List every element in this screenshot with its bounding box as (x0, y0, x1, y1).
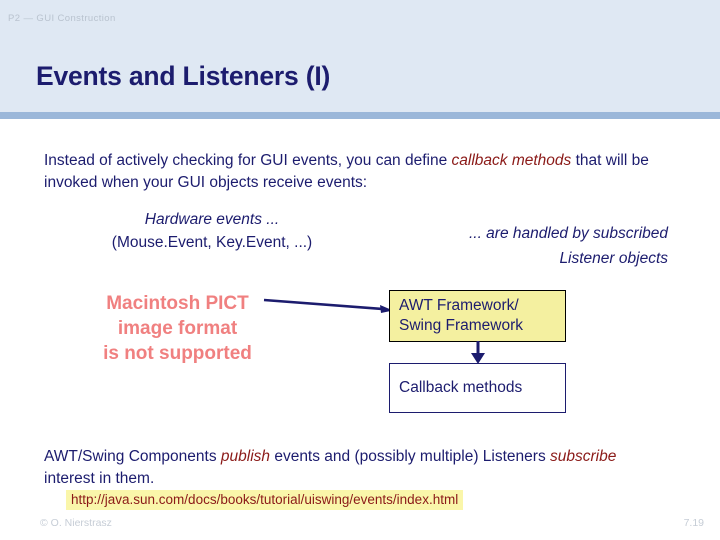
closing-text-part1: AWT/Swing Components (44, 447, 221, 465)
closing-emphasis-subscribe: subscribe (550, 447, 617, 465)
box-awt-line1: AWT Framework/ (399, 297, 519, 314)
handled-by-line1: ... are handled by subscribed (468, 225, 668, 242)
handled-by-listeners-caption: ... are handled by subscribed Listener o… (368, 221, 668, 271)
hardware-events-line1: Hardware events ... (144, 211, 280, 228)
hardware-events-caption: Hardware events ... (Mouse.Event, Key.Ev… (62, 208, 362, 254)
intro-text-part1: Instead of actively checking for GUI eve… (44, 151, 452, 169)
arrow-right-icon (263, 298, 393, 313)
course-kicker: P2 — GUI Construction (8, 13, 116, 24)
reference-url-link[interactable]: http://java.sun.com/docs/books/tutorial/… (66, 490, 464, 510)
box-callback-methods: Callback methods (389, 363, 566, 413)
closing-paragraph: AWT/Swing Components publish events and … (44, 446, 664, 490)
page-title: Events and Listeners (I) (36, 60, 331, 91)
intro-text-part2: that will be invoked when your GUI objec… (44, 151, 649, 191)
arrow-down-icon (471, 341, 485, 364)
intro-paragraph: Instead of actively checking for GUI eve… (44, 150, 664, 194)
box-callback-line1: Callback methods (399, 379, 523, 396)
box-awt-line2: Swing Framework (399, 317, 524, 334)
closing-emphasis-publish: publish (220, 447, 271, 465)
handled-by-line2: Listener objects (559, 250, 668, 267)
missing-image-line1: Macintosh PICT (106, 293, 249, 314)
closing-text-part3: interest in them. (44, 469, 155, 487)
hardware-events-line2: (Mouse.Event, Key.Event, ...) (111, 234, 313, 251)
header-divider-rule (0, 112, 720, 119)
footer-page-number: 7.19 (683, 517, 704, 529)
missing-image-line2: image format (117, 318, 238, 339)
missing-image-line3: is not supported (103, 343, 252, 364)
box-awt-swing-framework: AWT Framework/ Swing Framework (389, 290, 566, 342)
closing-text-part2: events and (possibly multiple) Listeners (270, 447, 551, 465)
missing-image-placeholder: Macintosh PICT image format is not suppo… (55, 291, 300, 366)
footer-copyright: © O. Nierstrasz (40, 517, 112, 529)
header-band (0, 0, 720, 112)
intro-emphasis-callback-methods: callback methods (451, 151, 572, 169)
